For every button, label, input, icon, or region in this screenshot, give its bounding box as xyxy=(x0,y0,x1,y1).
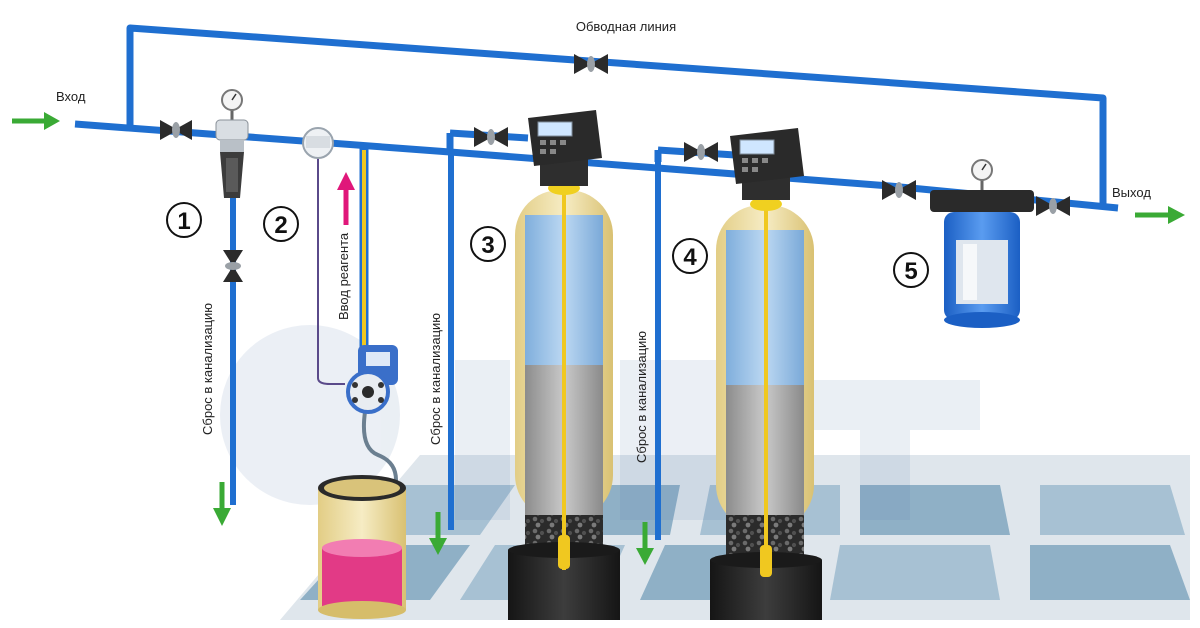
flow-meter-2 xyxy=(302,127,334,159)
stage-number: 5 xyxy=(904,258,917,285)
valve-after-filter-5[interactable] xyxy=(1036,196,1070,216)
filter-vessel-4 xyxy=(710,197,822,620)
bypass-label: Обводная линия xyxy=(576,19,676,34)
stage-number: 3 xyxy=(481,232,494,259)
drain-lines xyxy=(230,152,661,540)
drain-label-2: Сброс в канализацию xyxy=(428,313,443,445)
reagent-arrow xyxy=(337,172,355,225)
stage-number: 1 xyxy=(177,208,190,235)
drain-arrow-3 xyxy=(636,522,654,565)
stage-marker-4: 4 xyxy=(672,238,708,274)
reagent-tank xyxy=(318,475,406,619)
reagent-input-label: Ввод реагента xyxy=(336,232,351,320)
dosing-pump xyxy=(346,345,398,414)
prefilter-1 xyxy=(215,89,249,198)
outlet-arrow xyxy=(1135,206,1185,224)
inlet-arrow xyxy=(12,112,60,130)
reagent-tube xyxy=(317,148,398,600)
stage-marker-5: 5 xyxy=(893,252,929,288)
bypass-pipe xyxy=(126,24,1107,208)
valve-before-filter-5[interactable] xyxy=(882,180,916,200)
outlet-label: Выход xyxy=(1112,185,1151,200)
stage-number: 2 xyxy=(274,212,287,239)
valve-filter-3[interactable] xyxy=(474,127,508,147)
control-head-4[interactable] xyxy=(730,128,804,200)
drain-arrow-1 xyxy=(213,482,231,526)
valve-drain-1[interactable] xyxy=(223,250,243,282)
cartridge-filter-5 xyxy=(930,159,1034,328)
filter-vessel-3 xyxy=(508,181,620,620)
inlet-label: Вход xyxy=(56,89,86,104)
valve-filter-4[interactable] xyxy=(684,142,718,162)
control-head-3[interactable] xyxy=(528,110,602,186)
stage-number: 4 xyxy=(683,244,697,271)
stage-marker-2: 2 xyxy=(263,206,299,242)
stage-marker-3: 3 xyxy=(470,226,506,262)
valve-inlet[interactable] xyxy=(160,120,192,140)
drain-label-1: Сброс в канализацию xyxy=(200,303,215,435)
valve-bypass[interactable] xyxy=(574,54,608,74)
drain-label-3: Сброс в канализацию xyxy=(634,331,649,463)
stage-marker-1: 1 xyxy=(166,202,202,238)
drain-arrow-2 xyxy=(429,512,447,555)
